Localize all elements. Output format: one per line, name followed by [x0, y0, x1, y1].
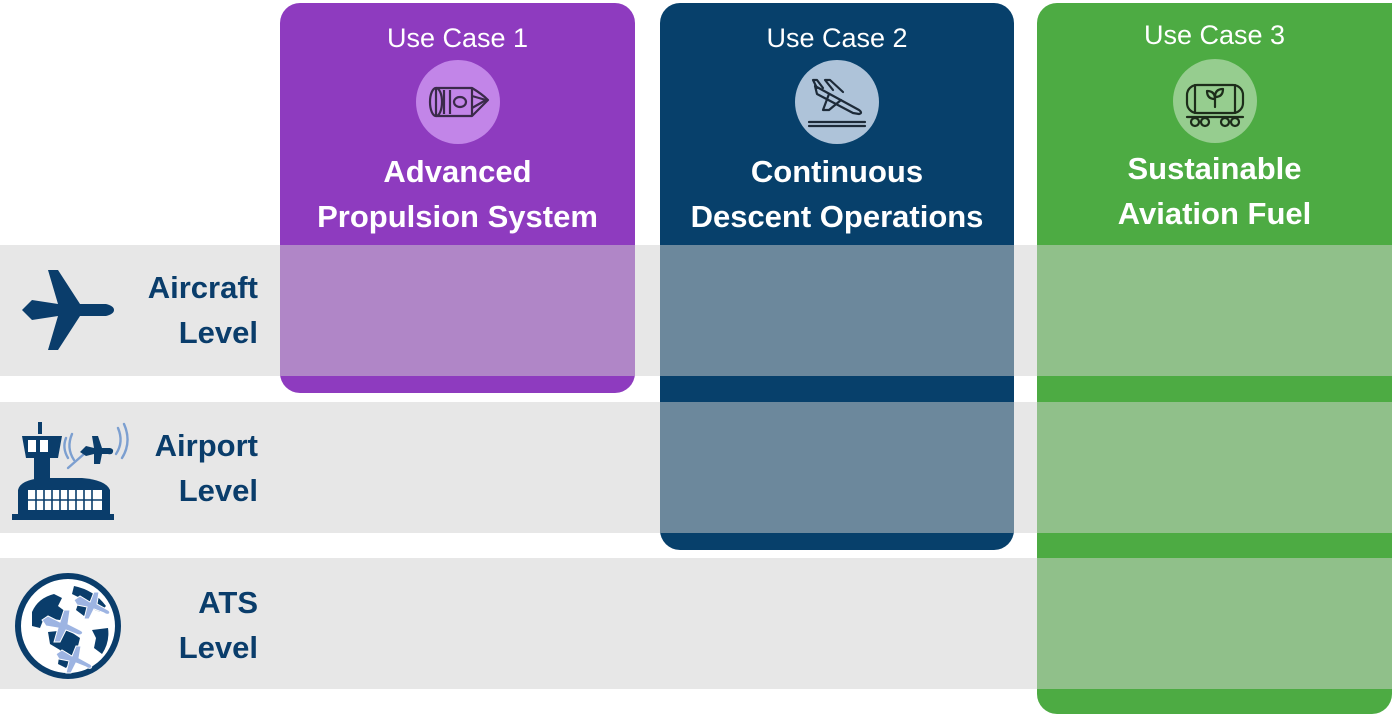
- use-case-2-aircraft-overlay: [660, 245, 1014, 376]
- use-case-1-aircraft-overlay: [280, 245, 635, 376]
- airport-level-label-line1: Airport: [154, 428, 258, 463]
- airport-level-label: Airport Level: [110, 423, 258, 513]
- use-case-1-label: Use Case 1: [386, 23, 529, 53]
- fuel-tanker-icon: [1172, 59, 1257, 143]
- ats-level-label-line2: Level: [178, 630, 258, 665]
- use-case-3-title: Sustainable Aviation Fuel: [1037, 146, 1392, 236]
- aircraft-level-label: Aircraft Level: [110, 265, 258, 355]
- control-tower-icon: [12, 418, 134, 525]
- use-case-3-ats-overlay: [1037, 558, 1392, 689]
- use-case-3-title-line2: Aviation Fuel: [1117, 196, 1312, 231]
- globe-flights-icon: [14, 572, 122, 685]
- jet-engine-icon: [415, 60, 500, 144]
- use-case-1-title-line1: Advanced: [383, 154, 532, 189]
- airplane-icon: [18, 268, 116, 357]
- use-case-3-label: Use Case 3: [1143, 20, 1286, 50]
- use-case-1-title-line2: Propulsion System: [317, 199, 598, 234]
- landing-plane-icon: [795, 60, 879, 144]
- ats-level-label-line1: ATS: [198, 585, 258, 620]
- use-case-2-title-line2: Descent Operations: [690, 199, 984, 234]
- use-case-2-label: Use Case 2: [766, 23, 908, 53]
- use-case-2-title-line1: Continuous: [750, 154, 924, 189]
- aircraft-level-label-line1: Aircraft: [147, 270, 258, 305]
- airport-level-label-line2: Level: [178, 473, 258, 508]
- use-case-3-aircraft-overlay: [1037, 245, 1392, 376]
- use-case-2-airport-overlay: [660, 402, 1014, 533]
- use-case-3-title-line1: Sustainable: [1127, 151, 1302, 186]
- ats-level-label: ATS Level: [110, 580, 258, 670]
- use-case-3-airport-overlay: [1037, 402, 1392, 533]
- use-case-2-title: Continuous Descent Operations: [660, 149, 1014, 239]
- aircraft-level-label-line2: Level: [178, 315, 258, 350]
- use-case-1-title: Advanced Propulsion System: [280, 149, 635, 239]
